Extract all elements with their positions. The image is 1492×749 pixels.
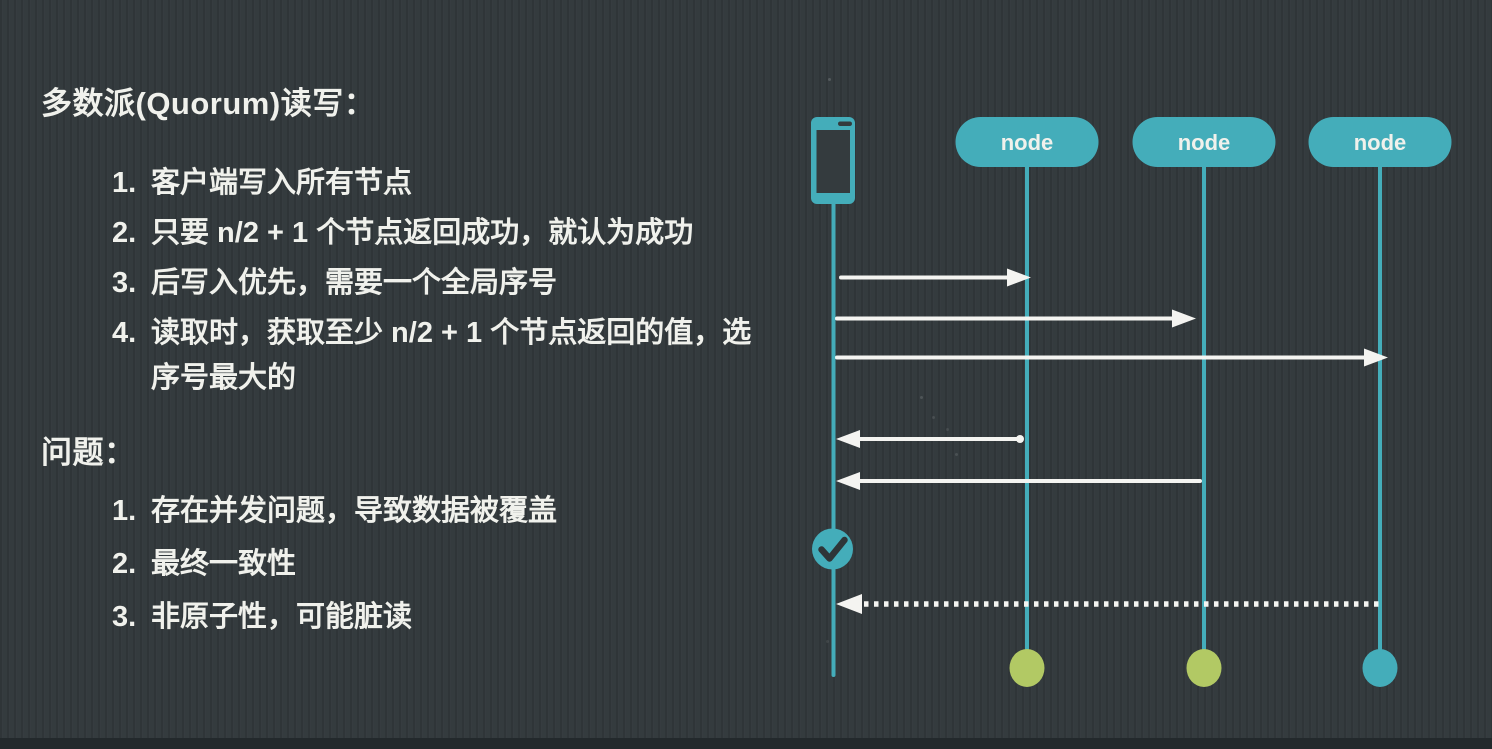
list-text: 最终一致性 bbox=[151, 548, 297, 580]
list-text: 只要 n/2 + 1 个节点返回成功，就认为成功 bbox=[151, 217, 694, 249]
node-pill-shape bbox=[955, 117, 1099, 167]
problems-list: 1. 存在并发问题，导致数据被覆盖 2. 最终一致性 3. 非原子性，可能脏读 bbox=[41, 489, 786, 640]
node2-end-dot bbox=[1186, 649, 1222, 687]
check-circle bbox=[812, 528, 853, 570]
node-pill-1: node bbox=[955, 117, 1099, 167]
texture-speck bbox=[828, 78, 831, 81]
list-text: 存在并发问题，导致数据被覆盖 bbox=[151, 495, 558, 527]
write-arrow-node3 bbox=[835, 348, 1388, 367]
quorum-list-item: 1. 客户端写入所有节点 bbox=[112, 161, 786, 206]
node-pill-shape bbox=[1132, 117, 1276, 167]
node-pill-2: node bbox=[1132, 117, 1276, 167]
quorum-list: 1. 客户端写入所有节点 2. 只要 n/2 + 1 个节点返回成功，就认为成功… bbox=[41, 161, 786, 401]
ack-arrow-node1 bbox=[836, 430, 1024, 448]
node-pill-3: node bbox=[1308, 117, 1452, 167]
list-text: 后写入优先，需要一个全局序号 bbox=[151, 267, 558, 299]
node-label: node bbox=[1001, 130, 1054, 155]
problems-list-item: 3. 非原子性，可能脏读 bbox=[112, 595, 786, 640]
phone-screen bbox=[816, 130, 850, 193]
node-label: node bbox=[1178, 130, 1231, 155]
bottom-bar bbox=[0, 738, 1492, 749]
node1-end-dot bbox=[1009, 649, 1045, 687]
list-number: 1. bbox=[112, 167, 137, 199]
quorum-list-item: 3. 后写入优先，需要一个全局序号 bbox=[112, 261, 786, 306]
node-label: node bbox=[1354, 130, 1407, 155]
list-text: 客户端写入所有节点 bbox=[151, 167, 413, 199]
write-arrow-node2 bbox=[835, 309, 1196, 328]
checkmark-icon bbox=[812, 528, 853, 570]
quorum-list-item: 4. 读取时，获取至少 n/2 + 1 个节点返回的值，选序号最大的 bbox=[112, 311, 786, 401]
check-mark bbox=[818, 536, 848, 562]
node3-end-dot bbox=[1362, 649, 1398, 687]
smartphone-icon bbox=[811, 117, 855, 204]
problems-list-item: 2. 最终一致性 bbox=[112, 542, 786, 587]
late-ack-dotted-arrow bbox=[836, 594, 1381, 614]
list-number: 2. bbox=[112, 217, 137, 249]
problems-list-item: 1. 存在并发问题，导致数据被覆盖 bbox=[112, 489, 786, 534]
problems-title: 问题： bbox=[41, 435, 136, 470]
list-number: 3. bbox=[112, 267, 137, 299]
list-text: 读取时，获取至少 n/2 + 1 个节点返回的值，选序号最大的 bbox=[151, 317, 752, 394]
list-number: 3. bbox=[112, 601, 137, 633]
phone-speaker bbox=[838, 121, 852, 126]
text-panel: 多数派(Quorum)读写： 1. 客户端写入所有节点 2. 只要 n/2 + … bbox=[41, 84, 786, 648]
list-number: 4. bbox=[112, 317, 137, 349]
write-arrow-node1 bbox=[839, 268, 1031, 287]
ack-arrow-node2 bbox=[836, 472, 1202, 490]
list-number: 1. bbox=[112, 495, 137, 527]
list-number: 2. bbox=[112, 548, 137, 580]
list-text: 非原子性，可能脏读 bbox=[151, 601, 413, 633]
quorum-list-item: 2. 只要 n/2 + 1 个节点返回成功，就认为成功 bbox=[112, 211, 786, 256]
node-pill-shape bbox=[1308, 117, 1452, 167]
page-title: 多数派(Quorum)读写： bbox=[41, 86, 376, 121]
